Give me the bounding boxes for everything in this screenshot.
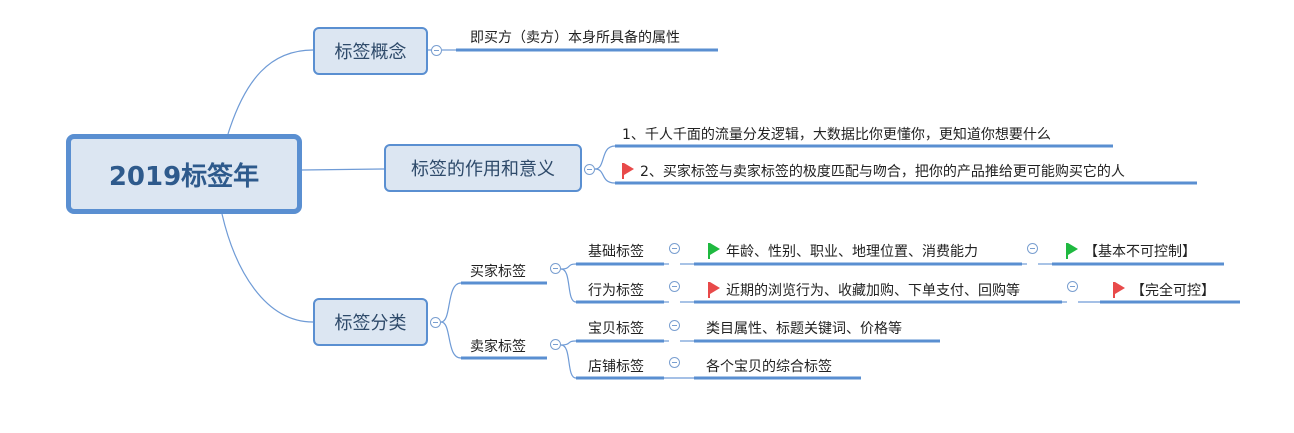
collapse-toggle-icon[interactable] (669, 281, 680, 292)
leaf-basic-note-text: 【基本不可控制】 (1084, 244, 1196, 260)
node-basic-tags[interactable]: 基础标签 (588, 244, 644, 260)
collapse-toggle-icon[interactable] (1067, 281, 1078, 292)
leaf-behavior-note-text: 【完全可控】 (1131, 283, 1215, 299)
collapse-toggle-icon[interactable] (584, 164, 595, 175)
collapse-toggle-icon[interactable] (550, 263, 561, 274)
leaf-purpose-2[interactable]: 2、买家标签与卖家标签的极度匹配与吻合，把你的产品推给更可能购买它的人 (622, 161, 1125, 181)
leaf-item-detail[interactable]: 类目属性、标题关键词、价格等 (706, 321, 902, 337)
collapse-toggle-icon[interactable] (669, 357, 680, 368)
node-buyer-tags[interactable]: 买家标签 (470, 264, 526, 280)
green-flag-icon (708, 243, 720, 259)
leaf-purpose-1[interactable]: 1、千人千面的流量分发逻辑，大数据比你更懂你，更知道你想要什么 (622, 127, 1051, 143)
branch-purpose[interactable]: 标签的作用和意义 (384, 144, 582, 192)
node-seller-tags[interactable]: 卖家标签 (470, 339, 526, 355)
root-node[interactable]: 2019标签年 (66, 134, 302, 214)
collapse-toggle-icon[interactable] (669, 320, 680, 331)
branch-classification[interactable]: 标签分类 (313, 298, 428, 346)
leaf-basic-detail-text: 年龄、性别、职业、地理位置、消费能力 (726, 244, 978, 260)
leaf-purpose-2-text: 2、买家标签与卖家标签的极度匹配与吻合，把你的产品推给更可能购买它的人 (640, 164, 1125, 180)
red-flag-icon (622, 163, 634, 179)
node-shop-tags[interactable]: 店铺标签 (588, 359, 644, 375)
leaf-basic-detail[interactable]: 年龄、性别、职业、地理位置、消费能力 (708, 241, 978, 261)
node-behavior-tags[interactable]: 行为标签 (588, 283, 644, 299)
leaf-behavior-detail-text: 近期的浏览行为、收藏加购、下单支付、回购等 (726, 283, 1020, 299)
collapse-toggle-icon[interactable] (550, 339, 561, 350)
node-item-tags[interactable]: 宝贝标签 (588, 321, 644, 337)
green-flag-icon (1066, 243, 1078, 259)
branch-concept[interactable]: 标签概念 (313, 27, 428, 75)
leaf-behavior-note[interactable]: 【完全可控】 (1113, 280, 1215, 300)
leaf-shop-detail[interactable]: 各个宝贝的综合标签 (706, 359, 832, 375)
leaf-basic-note[interactable]: 【基本不可控制】 (1066, 241, 1196, 261)
red-flag-icon (1113, 282, 1125, 298)
leaf-concept-definition[interactable]: 即买方（卖方）本身所具备的属性 (470, 30, 680, 46)
collapse-toggle-icon[interactable] (1027, 243, 1038, 254)
collapse-toggle-icon[interactable] (669, 243, 680, 254)
collapse-toggle-icon[interactable] (431, 45, 442, 56)
collapse-toggle-icon[interactable] (430, 317, 441, 328)
red-flag-icon (708, 282, 720, 298)
leaf-behavior-detail[interactable]: 近期的浏览行为、收藏加购、下单支付、回购等 (708, 280, 1020, 300)
